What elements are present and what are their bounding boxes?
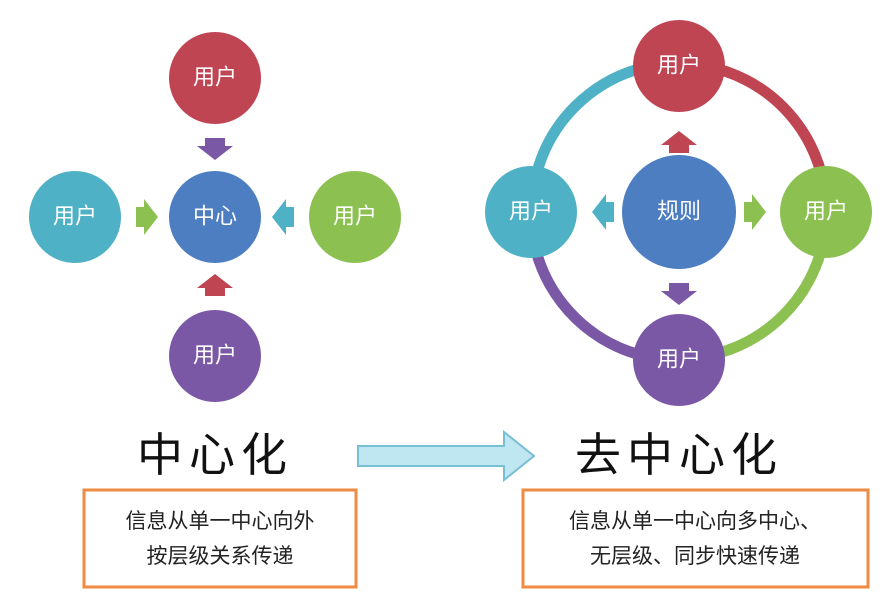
ring-arc-teal <box>530 61 648 178</box>
desc-line-1: 信息从单一中心向多中心、 <box>569 509 821 533</box>
user-node-label: 用户 <box>193 66 237 91</box>
ring-arc-red <box>703 60 830 187</box>
rules-node: 规则 <box>622 155 736 269</box>
user-node-top: 用户 <box>633 20 725 112</box>
center-node-label: 中心 <box>193 205 237 230</box>
ring-arc-green <box>709 241 829 361</box>
user-node-top: 用户 <box>169 32 261 124</box>
ring-arc-purple <box>529 245 651 363</box>
user-node-left: 用户 <box>485 166 577 258</box>
arrow-down-icon <box>661 283 697 305</box>
centralized-diagram: 中心 用户 用户 用户 用户 中心化 信息从单一中心向外 按层级关系传递 <box>29 32 401 589</box>
arrow-right-icon <box>136 199 158 235</box>
arrow-left-icon <box>272 199 294 235</box>
transition-arrow-icon <box>357 429 536 483</box>
user-node-label: 用户 <box>509 200 553 225</box>
user-node-bottom: 用户 <box>169 310 261 402</box>
centralized-description-box: 信息从单一中心向外 按层级关系传递 <box>82 488 358 589</box>
rules-node-label: 规则 <box>657 200 701 225</box>
user-node-label: 用户 <box>657 54 701 79</box>
user-node-right: 用户 <box>780 166 872 258</box>
arrow-left-icon <box>592 194 614 230</box>
user-node-bottom: 用户 <box>633 314 725 406</box>
user-node-label: 用户 <box>53 205 97 230</box>
decentralized-diagram: 规则 用户 用户 用户 用户 去中心化 信息从单一中心向多中心、 无层级、同步快… <box>485 20 872 589</box>
user-node-label: 用户 <box>333 205 377 230</box>
arrow-down-icon <box>197 138 233 160</box>
arrow-up-icon <box>197 274 233 296</box>
centralized-title: 中心化 <box>137 428 293 482</box>
center-node: 中心 <box>169 171 261 263</box>
desc-line-2: 无层级、同步快速传递 <box>590 544 800 568</box>
user-node-right: 用户 <box>309 171 401 263</box>
user-node-label: 用户 <box>657 348 701 373</box>
user-node-label: 用户 <box>804 200 848 225</box>
decentralized-description-box: 信息从单一中心向多中心、 无层级、同步快速传递 <box>521 488 870 589</box>
arrow-right-icon <box>744 194 766 230</box>
decentralized-title: 去中心化 <box>575 428 783 482</box>
desc-line-1: 信息从单一中心向外 <box>126 509 315 533</box>
user-node-left: 用户 <box>29 171 121 263</box>
arrow-up-icon <box>661 131 697 153</box>
user-node-label: 用户 <box>193 344 237 369</box>
desc-line-2: 按层级关系传递 <box>147 544 294 568</box>
